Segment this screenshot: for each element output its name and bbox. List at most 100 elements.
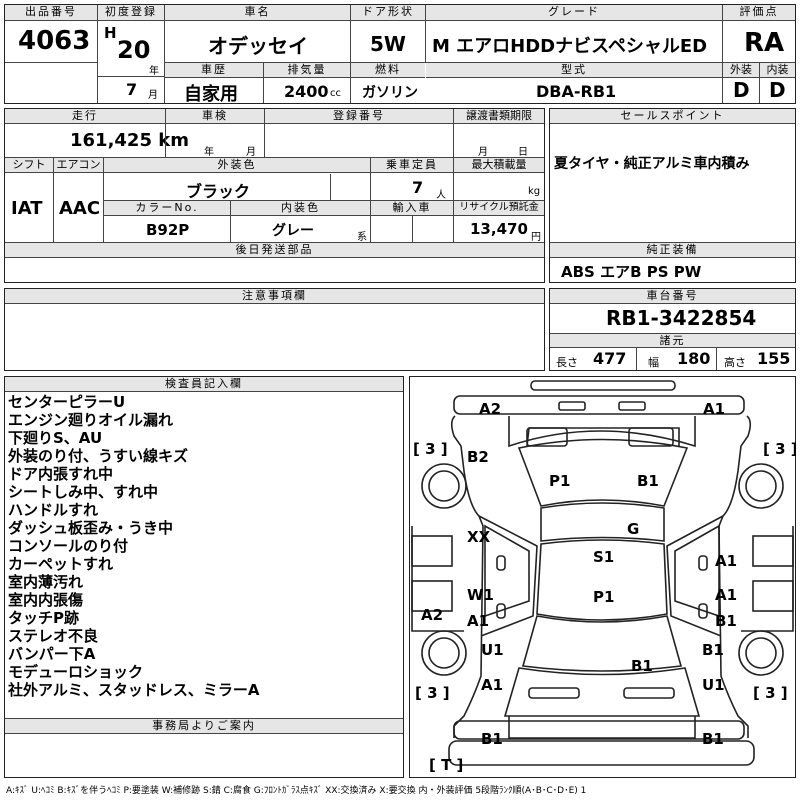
chassis-value: RB1-3422854 — [606, 306, 757, 330]
notes-panel — [4, 288, 545, 371]
displacement-unit: cc — [330, 88, 341, 99]
dmg: B1 — [631, 657, 653, 675]
shift-value: IAT — [11, 198, 43, 219]
colorno-value: B92P — [146, 221, 190, 239]
month-unit: 月 — [148, 90, 158, 101]
dmg: U1 — [481, 641, 504, 659]
era: H — [104, 24, 117, 42]
tread-fl: [ 3 ] — [413, 440, 448, 458]
inspector-note-line: モデューロショック — [8, 663, 144, 681]
color-label: 外装色 — [104, 158, 370, 173]
car-name-label: 車名 — [165, 5, 350, 21]
inspector-note-line: カーペットすれ — [8, 555, 114, 573]
transfer-label: 譲渡書類期限 — [454, 109, 544, 124]
intcolor-label: 内装色 — [231, 201, 370, 216]
tread-fr: [ 3 ] — [763, 440, 796, 458]
dmg: A2 — [479, 400, 501, 418]
sales-label: セールスポイント — [550, 109, 795, 124]
chassis-label: 車台番号 — [550, 289, 795, 304]
inspector-note-line: タッチP跡 — [8, 609, 79, 627]
reg-month: 7 — [126, 80, 138, 99]
dmg: A1 — [467, 612, 489, 630]
reg-year: 20 — [117, 36, 151, 64]
int-value: D — [769, 78, 786, 102]
fuel-label: 燃料 — [351, 63, 425, 78]
genuine-label: 純正装備 — [550, 243, 795, 258]
inspector-label: 検査員記入欄 — [5, 377, 403, 392]
height-label: 高さ — [724, 356, 746, 369]
info-panel — [4, 108, 545, 283]
dmg: B2 — [467, 448, 489, 466]
inspector-note-line: ダッシュ板歪み・うき中 — [8, 519, 174, 537]
capacity-label: 乗車定員 — [371, 158, 453, 173]
later-label: 後日発送部品 — [5, 243, 544, 258]
recycle-value: 13,470 — [470, 220, 528, 238]
transfer-day-unit: 日 — [518, 147, 528, 158]
height-value: 155 — [757, 349, 791, 368]
score-value: RA — [744, 28, 785, 58]
length-label: 長さ — [556, 356, 578, 369]
door-value: 5W — [370, 32, 406, 56]
width-label: 幅 — [648, 356, 659, 369]
inspector-note-line: 室内薄汚れ — [8, 573, 84, 591]
dmg: S1 — [593, 548, 614, 566]
dmg: U1 — [702, 676, 725, 694]
regno-label: 登録番号 — [265, 109, 453, 124]
maxload-label: 最大積載量 — [454, 158, 544, 173]
car-name: オデッセイ — [208, 34, 308, 58]
notes-label: 注意事項欄 — [5, 289, 544, 304]
header-panel — [4, 4, 796, 104]
legend: A:ｷｽﾞ U:ﾍｺﾐ B:ｷｽﾞを伴うﾍｺﾐ P:要塗装 W:補修跡 S:錆 … — [6, 786, 587, 796]
inspector-note-line: 社外アルミ、スタッドレス、ミラーA — [8, 681, 260, 699]
inspector-note-line: ドア内張すれ中 — [8, 465, 114, 483]
length-value: 477 — [593, 349, 627, 368]
dmg: A1 — [481, 676, 503, 694]
dmg: A1 — [715, 586, 737, 604]
ac-label: エアコン — [54, 158, 103, 173]
dmg: A1 — [715, 552, 737, 570]
intcolor-unit: 系 — [357, 232, 367, 243]
dmg: B1 — [702, 641, 724, 659]
chassis-panel — [549, 288, 796, 371]
dmg: B1 — [481, 730, 503, 748]
history-label: 車歴 — [165, 63, 263, 78]
first-reg-label: 初度登録 — [98, 5, 164, 21]
insp-year-unit: 年 — [204, 147, 214, 158]
mileage-value: 161,425 km — [70, 130, 189, 151]
dmg: B1 — [715, 612, 737, 630]
import-label: 輸入車 — [371, 201, 453, 216]
dmg: P1 — [549, 472, 570, 490]
insp-month-unit: 月 — [246, 147, 256, 158]
colorno-label: カラーNo. — [104, 201, 230, 216]
dmg: A1 — [703, 400, 725, 418]
year-unit: 年 — [149, 66, 159, 77]
width-value: 180 — [677, 349, 711, 368]
dmg: G — [627, 520, 639, 538]
ext-label: 外装 — [723, 63, 759, 78]
lot-label: 出品番号 — [5, 5, 97, 21]
tread-rl: [ 3 ] — [415, 684, 450, 702]
dmg: P1 — [593, 588, 614, 606]
office-label: 事務局よりご案内 — [5, 719, 403, 734]
score-label: 評価点 — [723, 5, 795, 21]
inspector-note-line: コンソールのり付 — [8, 537, 129, 555]
intcolor-value: グレー — [272, 223, 314, 239]
grade-label: グレード — [426, 5, 722, 21]
displacement-value: 2400 — [284, 82, 329, 101]
sales-panel — [549, 108, 796, 283]
inspector-note-line: 外装のり付、うすい線キズ — [8, 447, 189, 465]
recycle-label: リサイクル預託金 — [454, 201, 544, 216]
ext-value: D — [733, 78, 750, 102]
inspector-note-line: バンパー下A — [8, 645, 96, 663]
dmg: B1 — [702, 730, 724, 748]
maxload-unit: kg — [528, 186, 541, 197]
dmg: XX — [467, 528, 491, 546]
door-label: ドア形状 — [351, 5, 425, 21]
model-label: 型式 — [426, 63, 722, 78]
displacement-label: 排気量 — [264, 63, 350, 78]
genuine-value: ABS エアB PS PW — [561, 263, 702, 281]
inspector-note-line: エンジン廻りオイル漏れ — [8, 411, 174, 429]
inspector-note-line: 室内内張傷 — [8, 591, 84, 609]
fuel-value: ガソリン — [362, 85, 418, 101]
